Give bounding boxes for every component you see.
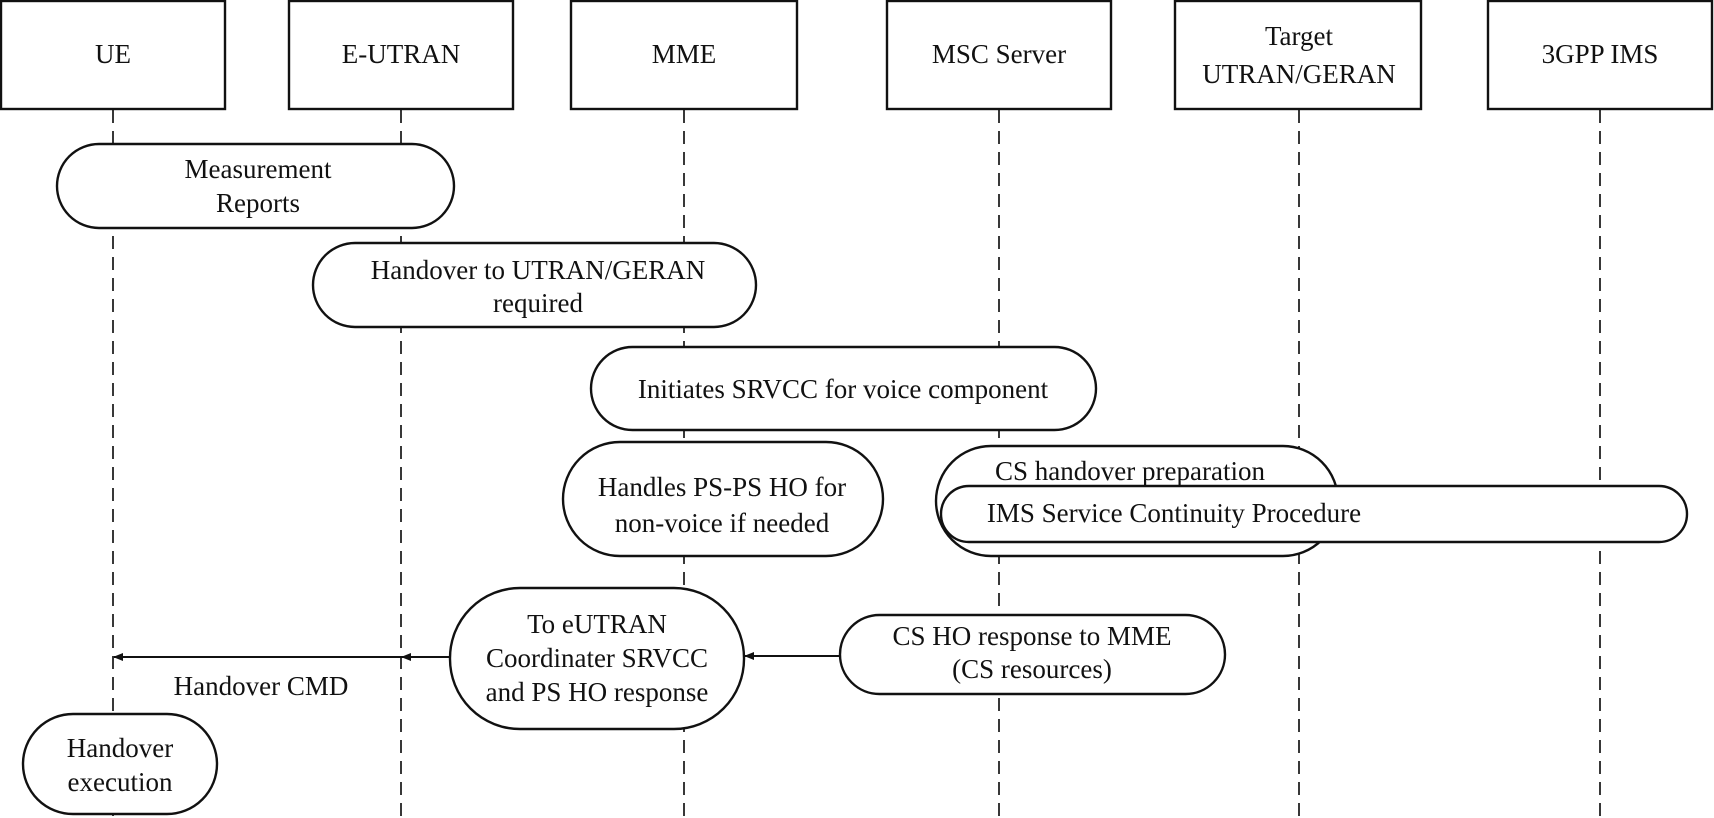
- step-to-eutran-coordinater-line3: and PS HO response: [486, 677, 709, 707]
- step-cs-ho-response-line2: (CS resources): [952, 654, 1112, 684]
- entity-msc-server-label: MSC Server: [932, 39, 1066, 69]
- step-handles-ps-ps-ho: Handles PS-PS HO for non-voice if needed: [561, 440, 885, 558]
- entity-ue-label: UE: [95, 39, 131, 69]
- entity-e-utran: E-UTRAN: [287, 0, 515, 111]
- step-handover-required: Handover to UTRAN/GERAN required: [311, 241, 758, 329]
- entity-ue: UE: [0, 0, 227, 111]
- entity-target-utran-geran-label-line2: UTRAN/GERAN: [1202, 59, 1396, 89]
- entity-mme: MME: [569, 0, 799, 111]
- step-ims-service-continuity: IMS Service Continuity Procedure: [939, 484, 1689, 544]
- step-handover-required-line2: required: [493, 288, 583, 318]
- entity-target-utran-geran: Target UTRAN/GERAN: [1173, 0, 1423, 111]
- step-handles-ps-ps-ho-line1: Handles PS-PS HO for: [598, 472, 846, 502]
- step-handles-ps-ps-ho-line2: non-voice if needed: [615, 508, 830, 538]
- step-initiates-srvcc-line1: Initiates SRVCC for voice component: [638, 374, 1049, 404]
- step-handover-execution-line2: execution: [68, 767, 173, 797]
- step-initiates-srvcc: Initiates SRVCC for voice component: [589, 345, 1098, 432]
- step-ims-service-continuity-line1: IMS Service Continuity Procedure: [987, 498, 1361, 528]
- step-cs-ho-response-line1: CS HO response to MME: [892, 621, 1171, 651]
- step-handover-required-line1: Handover to UTRAN/GERAN: [371, 255, 705, 285]
- step-cs-ho-response: CS HO response to MME (CS resources): [838, 613, 1227, 696]
- step-handover-execution: Handover execution: [21, 712, 219, 816]
- step-cs-handover-preparation-line1: CS handover preparation: [995, 456, 1265, 486]
- step-handover-execution-line1: Handover: [67, 733, 173, 763]
- step-measurement-reports-line1: Measurement: [185, 154, 332, 184]
- entity-3gpp-ims: 3GPP IMS: [1486, 0, 1714, 111]
- entity-3gpp-ims-label: 3GPP IMS: [1542, 39, 1659, 69]
- message-handover-cmd-label: Handover CMD: [174, 671, 349, 701]
- step-measurement-reports: Measurement Reports: [55, 142, 456, 230]
- step-measurement-reports-line2: Reports: [216, 188, 300, 218]
- step-to-eutran-coordinater-line1: To eUTRAN: [527, 609, 667, 639]
- step-to-eutran-coordinater: To eUTRAN Coordinater SRVCC and PS HO re…: [448, 586, 746, 731]
- entity-target-utran-geran-label-line1: Target: [1265, 21, 1334, 51]
- entity-msc-server: MSC Server: [885, 0, 1113, 111]
- step-to-eutran-coordinater-line2: Coordinater SRVCC: [486, 643, 708, 673]
- entity-e-utran-label: E-UTRAN: [342, 39, 460, 69]
- entity-mme-label: MME: [652, 39, 717, 69]
